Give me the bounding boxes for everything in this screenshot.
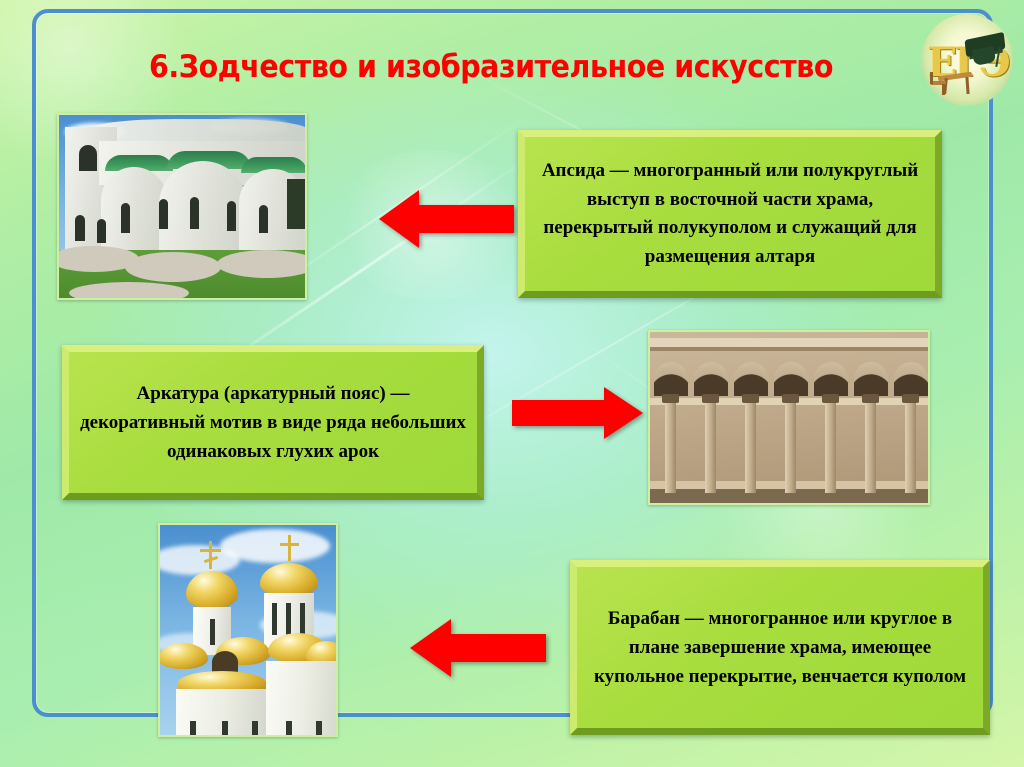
wall-window	[252, 721, 258, 735]
colonnette	[745, 403, 756, 493]
golden-dome	[186, 571, 238, 609]
cross-icon	[209, 541, 212, 569]
wall-window	[286, 721, 292, 735]
apse-roof	[241, 157, 305, 173]
definition-text-arkatura: Аркатура (аркатурный пояс) — декоративны…	[80, 383, 466, 462]
ege-logo: ЕГЭ	[921, 14, 1013, 106]
photo-golden-domes	[158, 523, 338, 737]
colonnette	[905, 403, 916, 493]
chair-seat	[930, 81, 946, 85]
arrow-left-baraban	[410, 619, 546, 677]
tower-window	[97, 219, 106, 243]
apse-window	[190, 197, 199, 229]
definition-text-baraban: Барабан — многогранное или круглое в пла…	[593, 608, 967, 687]
arrow-right-arkatura	[512, 387, 643, 439]
cross-icon	[200, 549, 221, 552]
column-capital	[902, 394, 919, 403]
definition-text-apsida: Апсида — многогранный или полукруглый вы…	[541, 160, 919, 267]
column-capital	[822, 394, 839, 403]
drum-window	[210, 619, 215, 645]
desk-leg	[965, 76, 970, 95]
drum-window	[300, 603, 305, 635]
apse-roof	[105, 155, 173, 171]
definition-box-arkatura: Аркатура (аркатурный пояс) — декоративны…	[62, 345, 484, 500]
column-capital	[782, 394, 799, 403]
column-capital	[702, 394, 719, 403]
chair-leg	[942, 84, 945, 95]
definition-box-baraban: Барабан — многогранное или круглое в пла…	[570, 560, 990, 735]
dark-dome	[212, 651, 238, 673]
cross-icon	[280, 543, 299, 546]
photo-church-apses	[57, 113, 307, 300]
wall-window	[316, 721, 322, 735]
wall-window	[190, 721, 196, 735]
apse-window	[227, 201, 236, 231]
stone-path	[69, 282, 189, 298]
drum-window	[286, 603, 291, 635]
golden-dome	[260, 563, 318, 597]
cornice-band	[650, 338, 928, 347]
chair-back	[930, 72, 933, 84]
column-capital	[662, 394, 679, 403]
colonnette	[705, 403, 716, 493]
tower-window	[79, 145, 97, 171]
colonnette	[825, 403, 836, 493]
church-wall	[266, 661, 336, 735]
page-title: 6.Зодчество и изобразительное искусство	[149, 49, 833, 85]
apse-window	[259, 205, 268, 233]
blind-arch	[734, 362, 768, 396]
photo-arcature-belt	[648, 330, 930, 505]
cloud	[220, 529, 330, 563]
apse-window	[159, 199, 168, 229]
column-capital	[862, 394, 879, 403]
blind-arch	[654, 362, 688, 396]
cross-icon	[288, 535, 291, 561]
colonnette	[865, 403, 876, 493]
blind-arch	[894, 362, 928, 396]
background-building	[287, 179, 305, 229]
colonnette	[785, 403, 796, 493]
colonnette	[665, 403, 676, 493]
definition-box-apsida: Апсида — многогранный или полукруглый вы…	[518, 130, 942, 298]
blind-arch	[854, 362, 888, 396]
column-capital	[742, 394, 759, 403]
wall-window	[222, 721, 228, 735]
tower-window	[75, 215, 85, 241]
drum-window	[272, 603, 277, 635]
stone-path	[217, 250, 305, 278]
blind-arch	[774, 362, 808, 396]
apse-window	[121, 203, 130, 233]
cornice-shadow	[650, 347, 928, 351]
golden-dome	[160, 643, 208, 669]
arrow-left-apsida	[379, 190, 514, 248]
base-shadow	[650, 489, 928, 503]
church-upper-wall	[89, 119, 305, 145]
blind-arch	[694, 362, 728, 396]
school-desk-icon	[930, 71, 973, 96]
blind-arch	[814, 362, 848, 396]
stone-path	[125, 252, 221, 282]
